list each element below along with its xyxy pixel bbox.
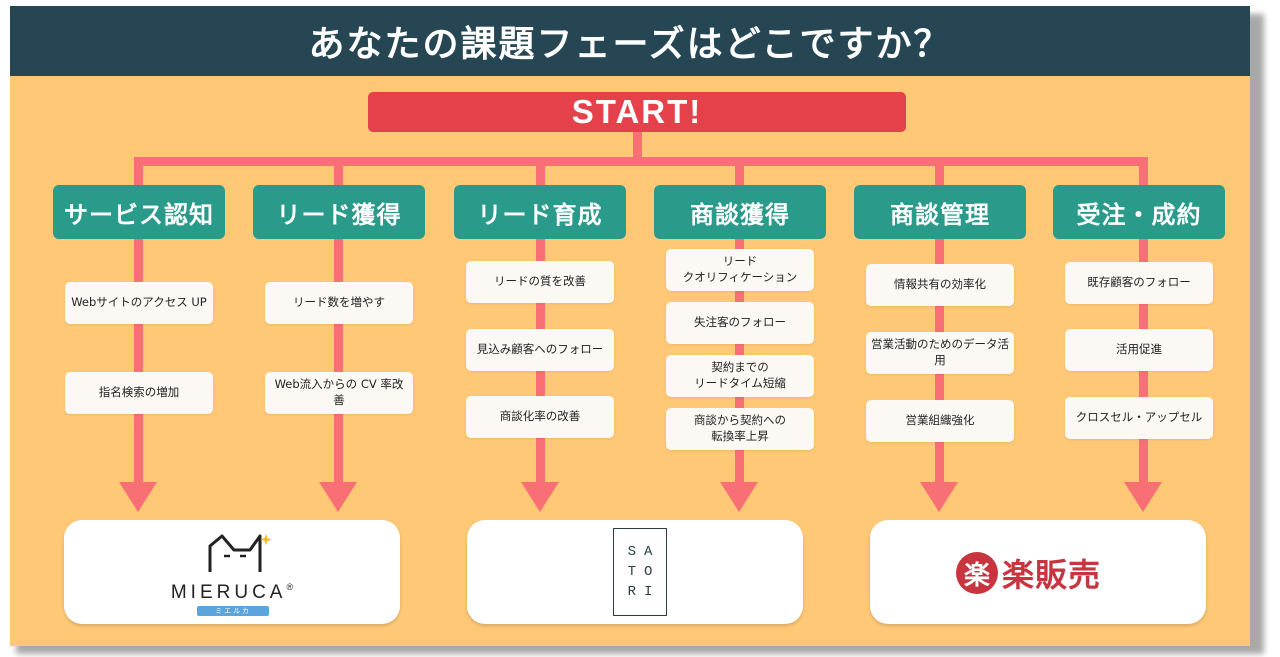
satori-line-1: SA [627, 543, 661, 560]
arrow-head-col-3 [521, 482, 559, 512]
item-conversion-rate: 商談から契約への 転換率上昇 [666, 408, 814, 450]
item-web-access-up: Webサイトのアクセス UP [65, 282, 213, 324]
mieruca-cat-icon [208, 534, 272, 572]
rakuraku-logo: 楽 楽販売 [956, 550, 1101, 596]
category-service-awareness: サービス認知 [53, 185, 225, 239]
category-lead-acquisition: リード獲得 [253, 185, 425, 239]
arrow-head-col-5 [920, 482, 958, 512]
connector-col-1 [134, 157, 143, 493]
item-sales-org: 営業組織強化 [866, 400, 1014, 442]
arrow-head-col-6 [1124, 482, 1162, 512]
connector-horizontal [134, 157, 1148, 166]
item-web-cv-rate: Web流入からの CV 率改善 [265, 372, 413, 414]
category-deal-management: 商談管理 [854, 185, 1026, 239]
phase-diagram: あなたの課題フェーズはどこですか？ START! サービス認知 リード獲得 リー… [10, 6, 1250, 646]
item-conversion-rate-text: 商談から契約への 転換率上昇 [694, 413, 786, 443]
category-lead-nurturing: リード育成 [454, 185, 626, 239]
connector-col-3 [536, 157, 545, 493]
logo-card-rakuraku: 楽 楽販売 [870, 520, 1206, 624]
item-deal-rate: 商談化率の改善 [466, 396, 614, 438]
item-lead-qualification: リード クオリフィケーション [666, 249, 814, 291]
item-lost-follow: 失注客のフォロー [666, 302, 814, 344]
start-banner: START! [368, 92, 906, 132]
item-increase-leads: リード数を増やす [265, 282, 413, 324]
mieruca-name: MIERUCA [170, 582, 287, 603]
arrow-head-col-2 [319, 482, 357, 512]
mieruca-subtitle: ミエルカ [197, 606, 269, 616]
item-lead-time-text: 契約までの リードタイム短縮 [694, 360, 786, 390]
mieruca-wordmark: MIERUCA® [64, 582, 400, 604]
category-order-contract: 受注・成約 [1053, 185, 1225, 239]
item-utilization: 活用促進 [1065, 329, 1213, 371]
arrow-head-col-1 [119, 482, 157, 512]
arrow-head-col-4 [720, 482, 758, 512]
connector-col-5 [935, 157, 944, 493]
item-lead-qualification-text: リード クオリフィケーション [682, 254, 798, 284]
item-cross-sell: クロスセル・アップセル [1065, 397, 1213, 439]
item-existing-follow: 既存顧客のフォロー [1065, 262, 1213, 304]
item-info-sharing: 情報共有の効率化 [866, 264, 1014, 306]
item-lead-quality: リードの質を改善 [466, 261, 614, 303]
logo-card-mieruca: MIERUCA® ミエルカ [64, 520, 400, 624]
satori-line-2: TO [627, 563, 661, 580]
connector-col-2 [334, 157, 343, 493]
logo-card-satori: SA TO RI [467, 520, 803, 624]
rakuraku-circle-mark: 楽 [956, 552, 998, 594]
item-data-utilization: 営業活動のためのデータ活用 [866, 332, 1014, 374]
page-title: あなたの課題フェーズはどこですか？ [10, 6, 1250, 76]
item-branded-search: 指名検索の増加 [65, 372, 213, 414]
connector-start-stem [633, 132, 642, 162]
rakuraku-wordmark: 楽販売 [1002, 556, 1102, 594]
item-lead-time: 契約までの リードタイム短縮 [666, 355, 814, 397]
satori-logo: SA TO RI [613, 528, 667, 616]
mieruca-registered: ® [286, 582, 294, 592]
satori-line-3: RI [627, 584, 661, 601]
category-deal-acquisition: 商談獲得 [654, 185, 826, 239]
connector-col-6 [1139, 157, 1148, 493]
item-prospect-follow: 見込み顧客へのフォロー [466, 329, 614, 371]
